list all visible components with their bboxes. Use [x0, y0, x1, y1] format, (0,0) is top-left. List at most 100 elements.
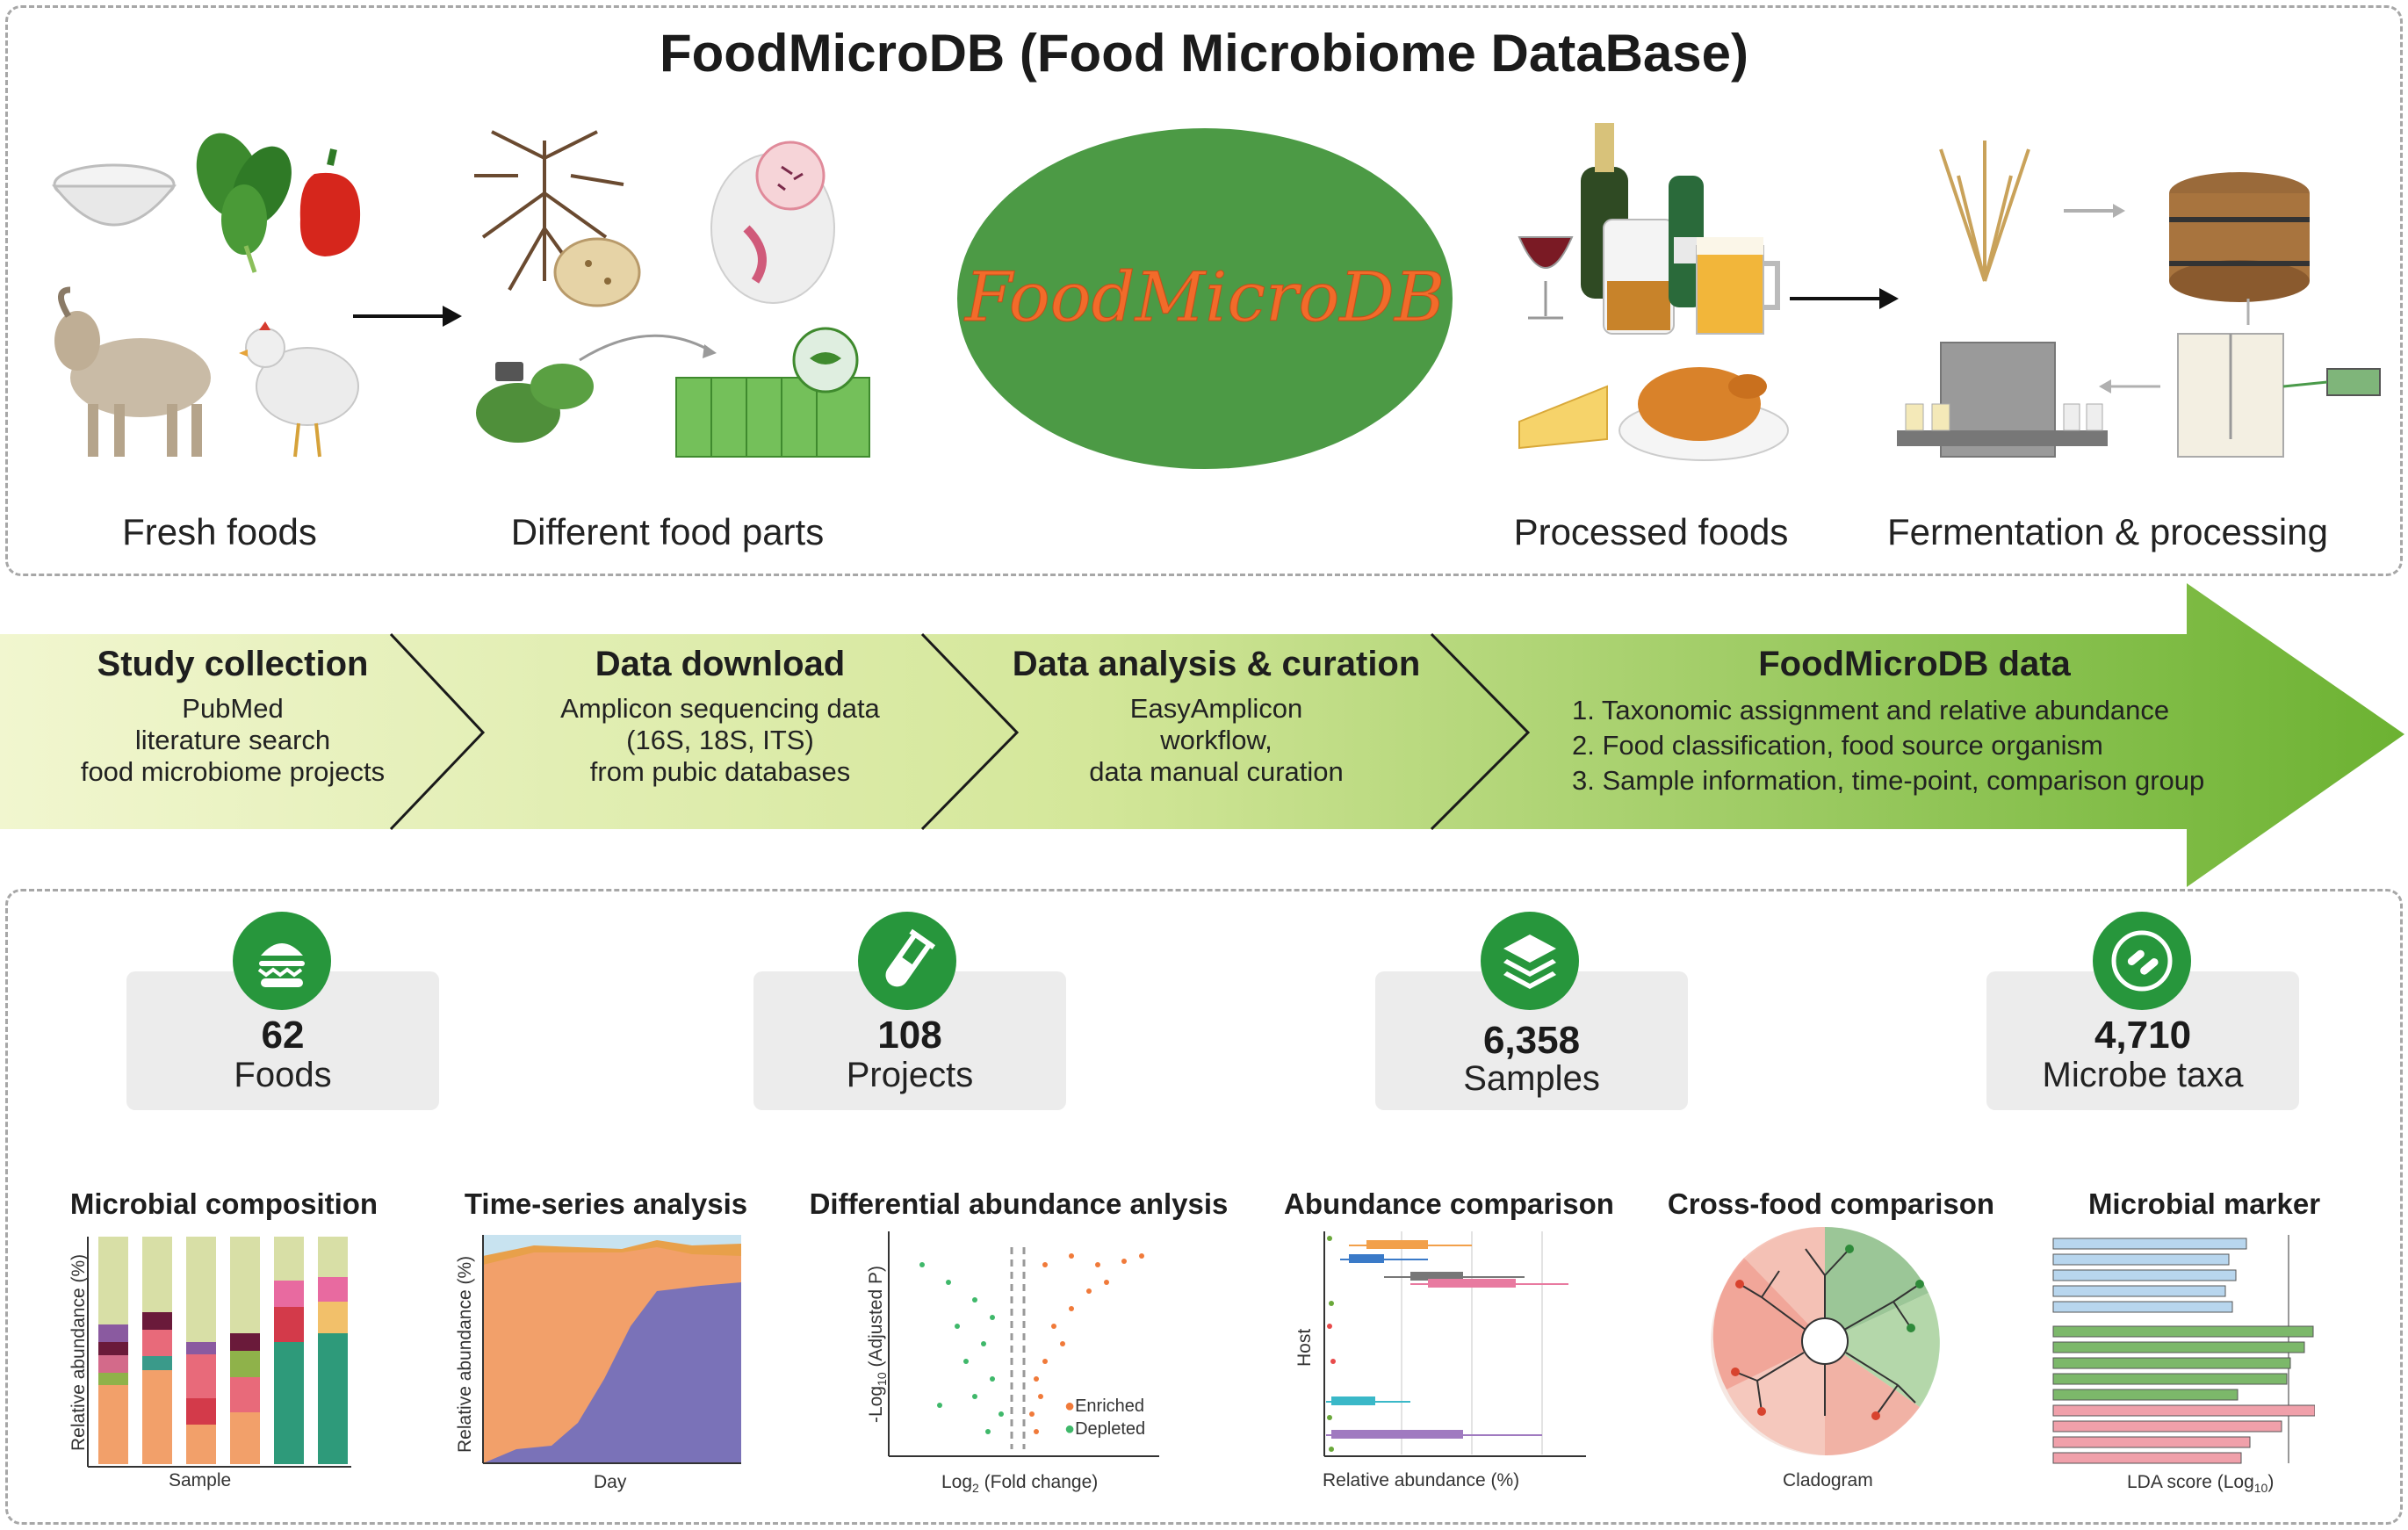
caption-fermentation: Fermentation & processing — [1887, 511, 2328, 552]
enriched-points — [1029, 1253, 1144, 1434]
legend-label: Depleted — [1075, 1419, 1146, 1439]
chicken-anatomy-icon — [710, 141, 835, 304]
boxplot — [1326, 1396, 1410, 1405]
stage-title: FoodMicroDB data — [1758, 645, 2071, 683]
analysis-title: Cross-food comparison — [1667, 1187, 1995, 1220]
stacked-bar — [186, 1237, 216, 1464]
stage-study-collection: Study collection PubMed literature searc… — [35, 645, 430, 788]
bioreactor-icon — [2177, 333, 2381, 458]
stage-line: 3. Sample information, time-point, compa… — [1572, 765, 2205, 796]
chicken-icon — [239, 321, 359, 458]
stat-label: Microbe taxa — [2042, 1056, 2244, 1094]
stage-data-analysis: Data analysis & curation EasyAmplicon wo… — [992, 645, 1440, 788]
cheese-icon — [1518, 385, 1608, 450]
goat-icon — [54, 286, 211, 457]
x-axis-label: Sample — [169, 1470, 232, 1490]
x-axis-label: Cladogram — [1783, 1470, 1873, 1490]
legend: ●Enriched ●Depleted — [1064, 1395, 1145, 1440]
boxplot — [1384, 1272, 1525, 1281]
stat-label: Samples — [1463, 1059, 1600, 1098]
foodmicrodb-logo: FoodMicroDB — [957, 128, 1453, 469]
stage-line: EasyAmplicon — [1129, 693, 1303, 724]
y-axis-label: Relative abundance (%) — [455, 1255, 475, 1453]
stage-title: Data download — [595, 645, 846, 683]
fresh-foods-illustration — [51, 133, 361, 458]
stage-line: literature search — [134, 725, 331, 755]
stat-value: 62 — [261, 1014, 305, 1057]
stat-value: 4,710 — [2094, 1014, 2192, 1057]
analysis-title: Microbial marker — [2087, 1187, 2321, 1220]
analysis-title: Microbial composition — [69, 1187, 379, 1220]
x-axis-label: LDA score (Log10) — [2127, 1472, 2274, 1495]
liquor-bottle-icon — [1603, 219, 1675, 335]
burger-icon — [233, 912, 331, 1010]
x-axis-label-sub: 2 — [972, 1481, 979, 1496]
abundance-comparison-thumbnail — [1323, 1231, 1586, 1457]
boxplot — [1326, 1430, 1542, 1439]
stage-line: food microbiome projects — [80, 756, 386, 787]
stage-line: data manual curation — [1089, 756, 1344, 787]
boxplot — [1349, 1240, 1472, 1249]
stage-line: 2. Food classification, food source orga… — [1572, 730, 2103, 761]
stage-line: Amplicon sequencing data — [560, 693, 880, 724]
stat-value: 6,358 — [1482, 1019, 1581, 1062]
x-axis-label-rest: (Fold change) — [978, 1472, 1099, 1492]
plant-cells-icon — [675, 327, 870, 458]
stat-label: Projects — [846, 1056, 974, 1094]
analysis-title: Time-series analysis — [464, 1187, 748, 1220]
stage-foodmicrodb-data: FoodMicroDB data 1. Taxonomic assignment… — [1572, 645, 2257, 798]
stage-line: (16S, 18S, ITS) — [626, 725, 814, 755]
analysis-title: Abundance comparison — [1284, 1187, 1614, 1220]
cladogram-thumbnail — [1711, 1226, 1940, 1456]
strawberry-leaf-icon — [476, 334, 717, 443]
test-tube-icon — [858, 912, 956, 1010]
petri-dish-icon — [2093, 912, 2191, 1010]
database-stats-panel — [5, 889, 2403, 1525]
fermentation-illustration — [1897, 141, 2381, 458]
wine-glass-icon — [1518, 236, 1574, 320]
stat-label: Foods — [234, 1056, 332, 1094]
legend-depleted: ●Depleted — [1064, 1419, 1146, 1439]
stage-line: 1. Taxonomic assignment and relative abu… — [1572, 695, 2170, 725]
stage-title: Study collection — [97, 645, 369, 683]
analysis-title: Differential abundance anlysis — [809, 1187, 1229, 1220]
depleted-points — [919, 1262, 1004, 1434]
x-axis-label: Log2 (Fold change) — [941, 1472, 1098, 1495]
stacked-bar — [274, 1237, 304, 1464]
right-arrow-icon — [1790, 288, 1899, 309]
stage-line: from pubic databases — [589, 756, 851, 787]
stage-title: Data analysis & curation — [1012, 645, 1421, 683]
microbial-marker-thumbnail — [2052, 1235, 2315, 1464]
boxplot — [1410, 1279, 1568, 1288]
roast-chicken-icon — [1619, 367, 1789, 461]
stacked-bar — [98, 1237, 128, 1464]
barrel-icon — [2169, 172, 2310, 302]
boxplot — [1340, 1254, 1428, 1263]
y-axis-label-rest: (Adjusted P) — [866, 1266, 886, 1373]
microbial-composition-thumbnail — [87, 1237, 351, 1468]
legend-label: Enriched — [1075, 1396, 1145, 1416]
wheat-icon — [1939, 141, 2030, 282]
x-axis-label-sub: 10 — [2253, 1481, 2268, 1496]
beer-bottle-icon — [1669, 176, 1704, 307]
food-parts-illustration — [474, 130, 870, 458]
stacked-bar — [318, 1237, 348, 1464]
rice-bowl-icon — [51, 163, 177, 227]
red-pepper-icon — [299, 148, 361, 256]
time-series-thumbnail — [482, 1235, 741, 1464]
x-axis-label: Day — [594, 1472, 627, 1492]
y-axis-label: Host — [1294, 1328, 1315, 1367]
y-axis-label: Relative abundance (%) — [68, 1253, 89, 1451]
stage-line: workflow, — [1160, 725, 1272, 755]
lda-bar — [2052, 1404, 2315, 1464]
stat-value: 108 — [877, 1014, 942, 1057]
legend-enriched: ●Enriched — [1064, 1396, 1145, 1416]
caption-food-parts: Different food parts — [510, 511, 825, 552]
x-axis-label-main: Log — [941, 1472, 973, 1492]
caption-processed-foods: Processed foods — [1513, 511, 1789, 552]
stage-data-download: Data download Amplicon sequencing data (… — [518, 645, 922, 788]
stacked-bar — [142, 1237, 172, 1464]
workflow-arrow — [0, 583, 2404, 887]
logo-text: FoodMicroDB — [963, 258, 1445, 337]
bottling-machine-icon — [1897, 342, 2108, 458]
